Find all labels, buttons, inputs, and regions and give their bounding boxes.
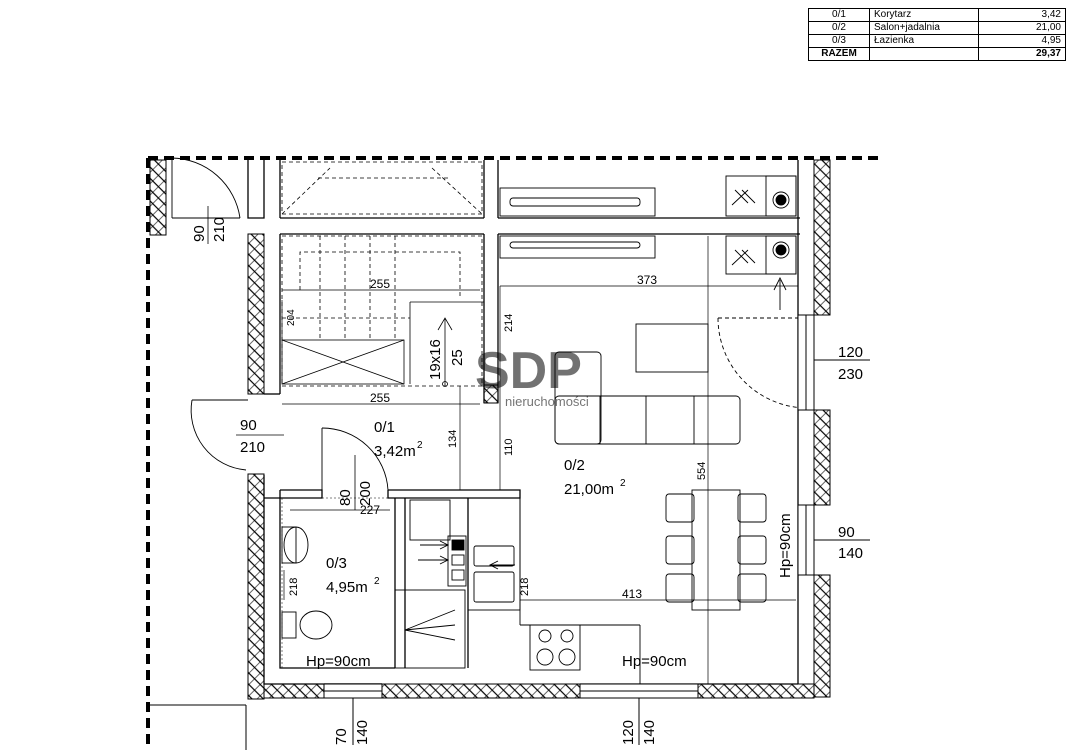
watermark-subtitle: nieruchomości	[505, 394, 589, 409]
bathroom-area: 4,95m	[326, 579, 368, 596]
stairs-step-count: 19x16	[427, 339, 444, 380]
bathroom-door-height: 200	[357, 481, 374, 506]
dimension-25: 25	[449, 349, 466, 366]
right-window-height: 140	[838, 545, 863, 562]
total-area-cell: 29,37	[978, 47, 1066, 61]
table-total-row: RAZEM 29,37	[808, 47, 1066, 61]
corridor-area-sup: 2	[417, 440, 423, 451]
balcony-window-height: 230	[838, 366, 863, 383]
sill-height-kitchen: Hp=90cm	[622, 653, 687, 670]
dimension-218-bathroom: 218	[288, 578, 300, 596]
dimension-110: 110	[503, 438, 515, 456]
dimension-218-kitchen: 218	[519, 578, 531, 596]
bathroom-door-width: 80	[337, 489, 354, 506]
furniture	[281, 175, 797, 684]
dimension-554: 554	[696, 462, 708, 480]
watermark-logo: SDP	[475, 342, 582, 400]
dimension-134: 134	[447, 430, 459, 448]
entry-door-width: 90	[191, 225, 208, 242]
sill-height-right: Hp=90cm	[777, 513, 794, 578]
living-area: 21,00m	[564, 481, 614, 498]
dimension-373: 373	[637, 273, 657, 287]
interior-walls	[247, 160, 800, 685]
dimension-lines	[281, 236, 798, 684]
staircase	[281, 161, 484, 387]
external-walls	[149, 159, 831, 700]
dimension-413: 413	[622, 587, 642, 601]
bottom-right-window-height: 140	[641, 720, 658, 745]
balcony-window-width: 120	[838, 344, 863, 361]
right-window-width: 90	[838, 524, 855, 541]
dimension-214: 214	[503, 314, 515, 332]
sill-height-bathroom: Hp=90cm	[306, 653, 371, 670]
entry-door-height: 210	[211, 217, 228, 242]
corridor-door-height: 210	[240, 439, 265, 456]
table-row: 0/1 Korytarz 3,42	[808, 8, 1066, 22]
bathroom-number: 0/3	[326, 555, 347, 572]
living-area-sup: 2	[620, 478, 626, 489]
watermark: SDP nieruchomości	[475, 342, 589, 409]
corridor-number: 0/1	[374, 419, 395, 436]
bottom-left-window-height: 140	[354, 720, 371, 745]
dimension-255-top: 255	[370, 277, 390, 291]
bathroom-area-sup: 2	[374, 576, 380, 587]
dimension-204: 204	[286, 309, 297, 326]
bottom-left-window-width: 70	[333, 728, 350, 745]
building-outline	[146, 156, 878, 750]
table-row: 0/3 Łazienka 4,95	[808, 34, 1066, 48]
dimension-227: 227	[360, 503, 380, 517]
corridor-door-width: 90	[240, 417, 257, 434]
windows	[148, 314, 870, 750]
area-summary-table: 0/1 Korytarz 3,42 0/2 Salon+jadalnia 21,…	[808, 8, 1066, 61]
doors	[171, 157, 809, 491]
corridor-area: 3,42m	[374, 443, 416, 460]
dimension-255-bottom: 255	[370, 391, 390, 405]
bottom-right-window-width: 120	[620, 720, 637, 745]
living-number: 0/2	[564, 457, 585, 474]
